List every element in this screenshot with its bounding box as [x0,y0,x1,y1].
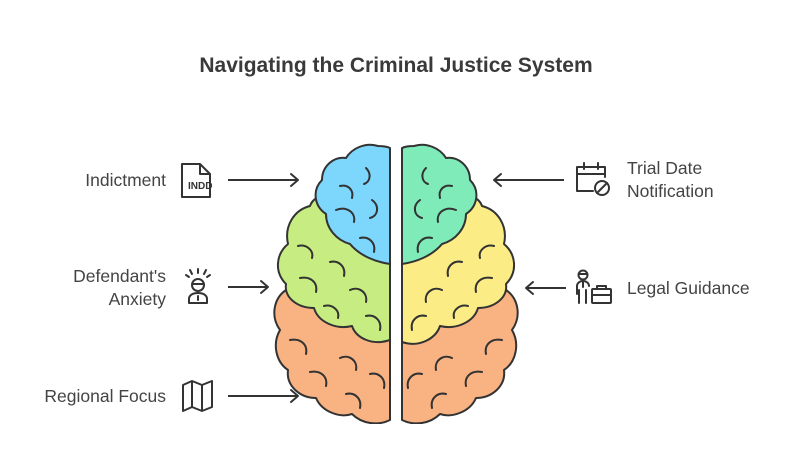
stressed-person-icon [185,268,211,304]
anxiety-label: Defendant's Anxiety [73,265,166,311]
diagram-title: Navigating the Criminal Justice System [199,54,593,77]
indd-icon-text: INDD [188,181,212,192]
anxiety-arrow [228,280,269,294]
calendar-cancel-icon [576,162,610,196]
legal-arrow [525,281,566,295]
indd-file-icon: INDD [181,163,212,198]
anxiety-label-line2: Anxiety [108,289,166,309]
indictment-arrow [228,173,299,187]
trial-label-line2: Notification [627,181,714,201]
brain-diagram [273,143,519,424]
regional-label: Regional Focus [44,385,166,408]
trial-arrow [493,173,564,187]
anxiety-label-line1: Defendant's [73,266,166,286]
map-icon [182,380,213,412]
indictment-label: Indictment [85,169,166,192]
trial-label-line1: Trial Date [627,158,703,178]
indictment-label-text: Indictment [85,170,166,190]
legal-label-text: Legal Guidance [627,278,750,298]
regional-arrow [228,389,299,403]
lawyer-briefcase-icon [576,269,612,304]
brain-folds [289,167,503,409]
legal-label: Legal Guidance [627,277,750,300]
trial-label: Trial Date Notification [627,157,714,203]
regional-label-text: Regional Focus [44,386,166,406]
left-blue-region [314,143,391,265]
right-green-region [401,143,478,265]
